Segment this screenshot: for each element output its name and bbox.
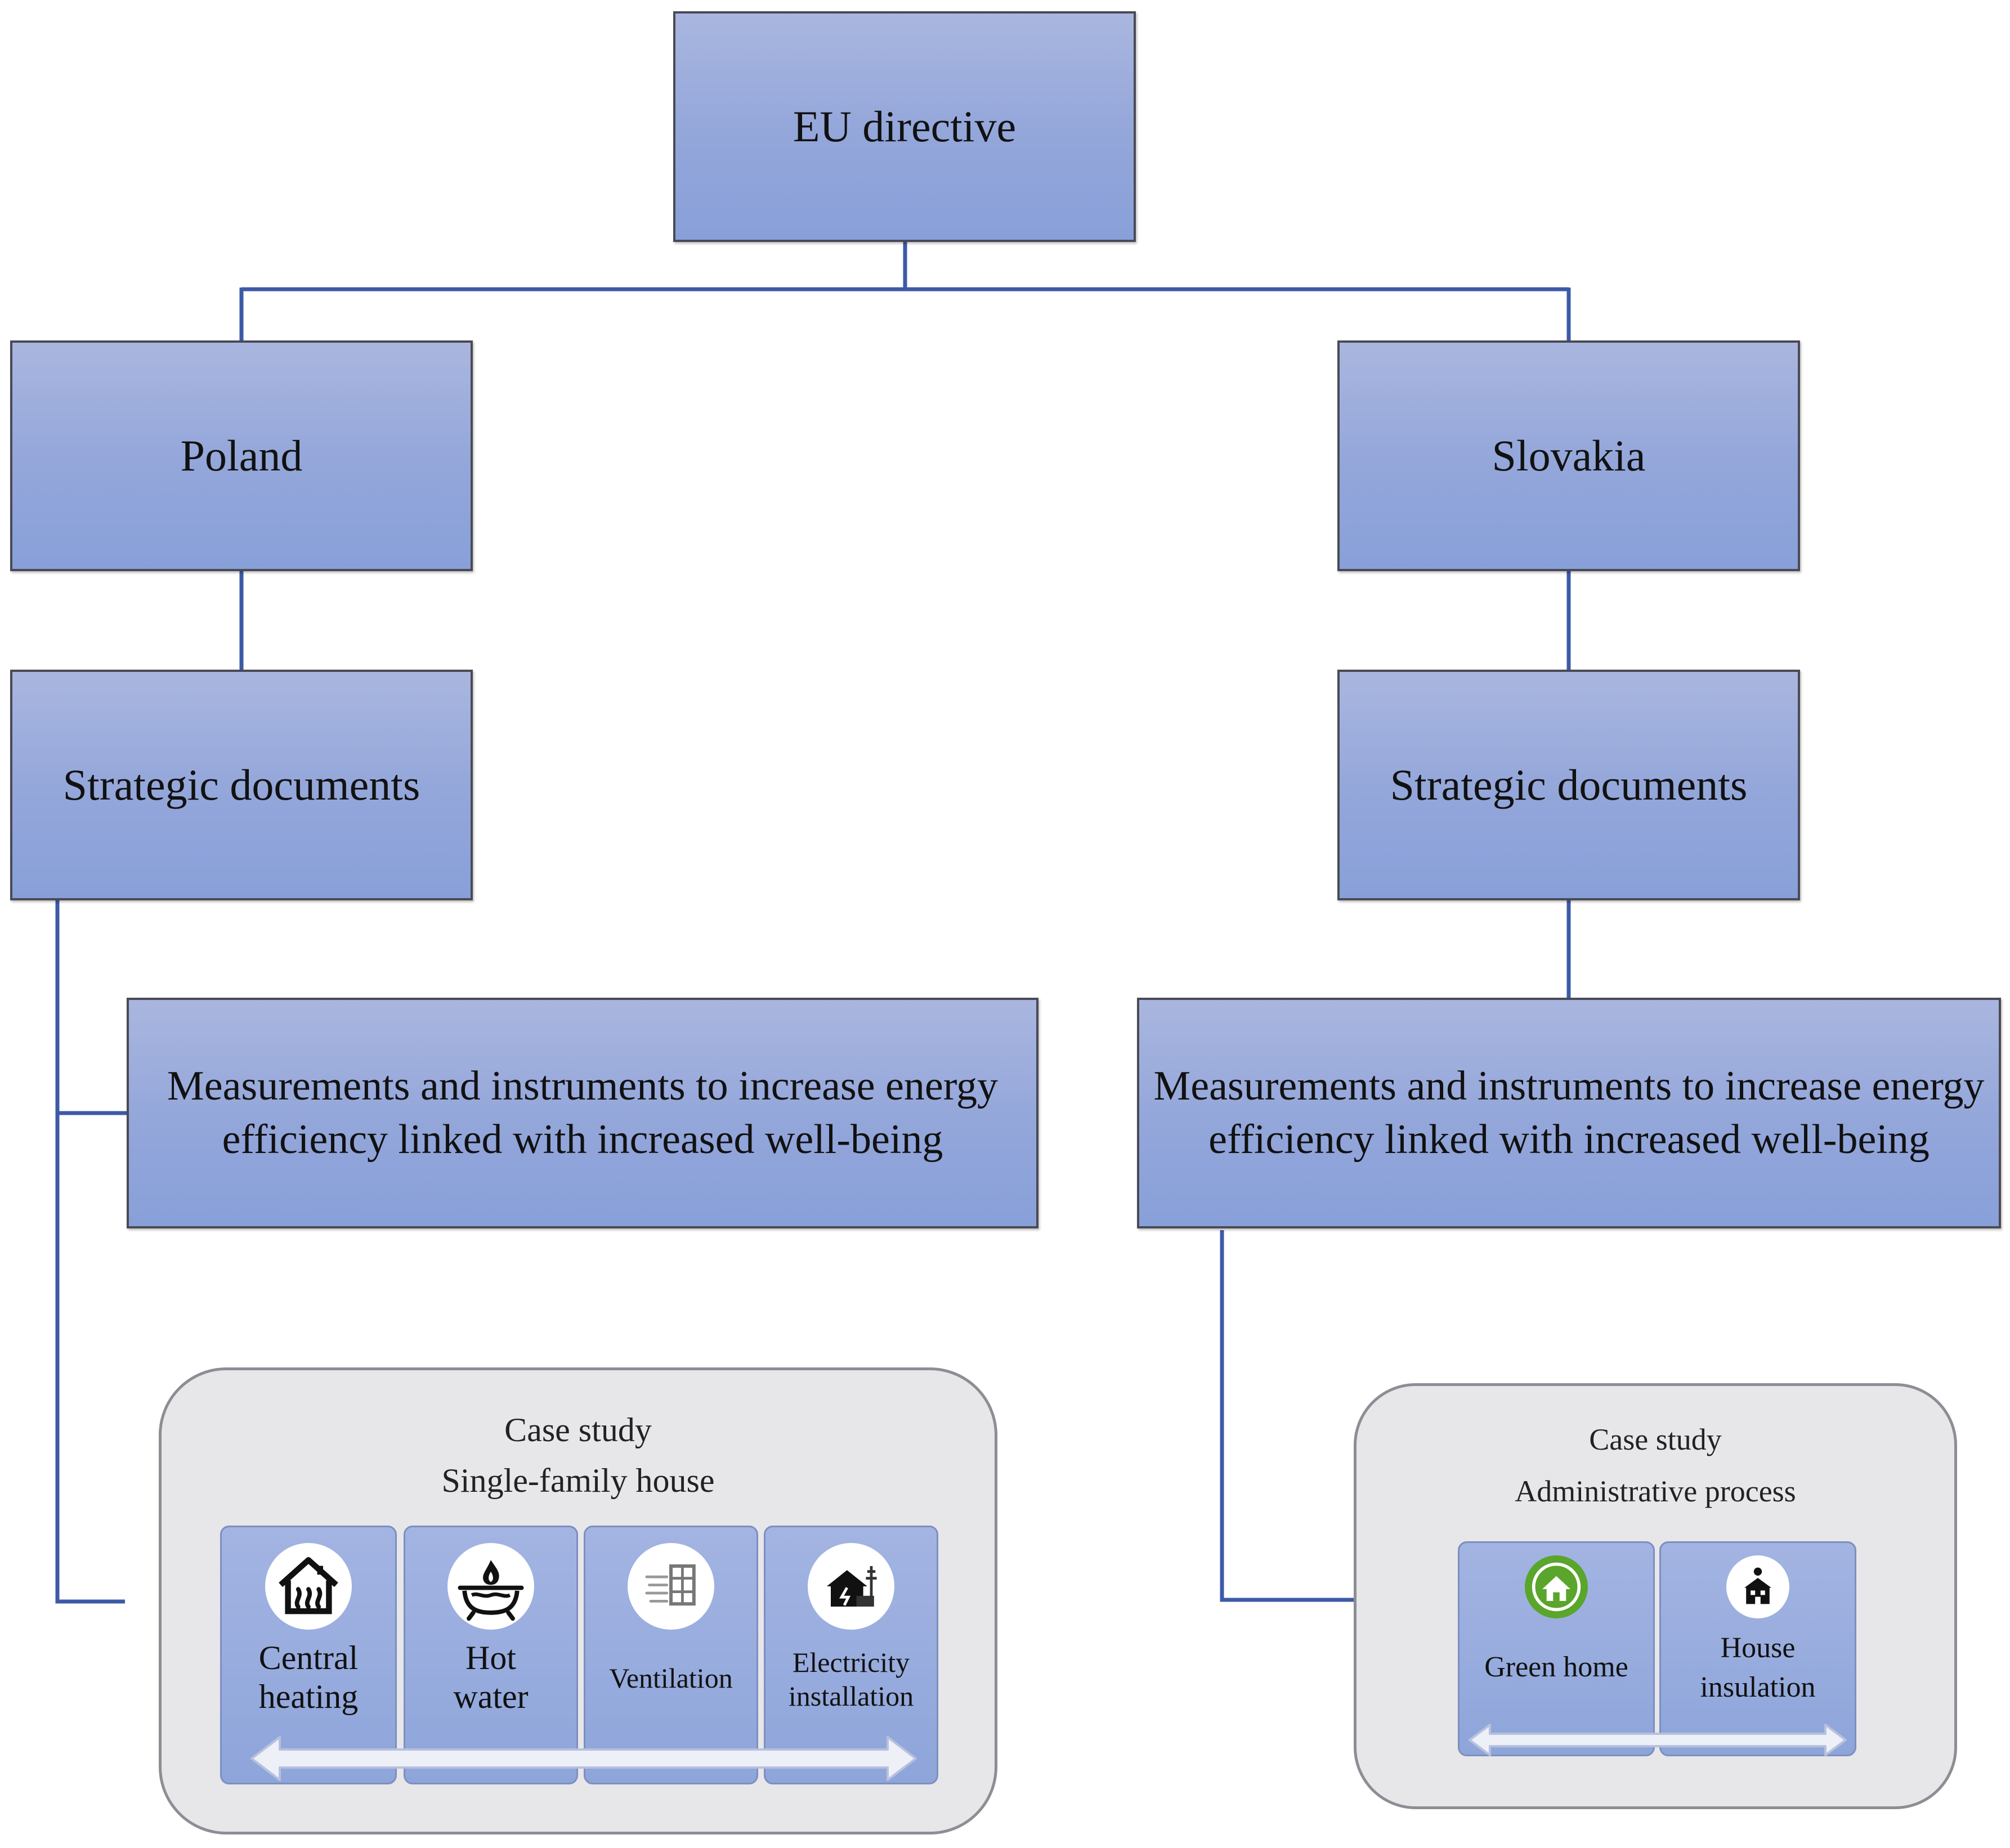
- eu-directive-box: EU directive: [673, 11, 1136, 242]
- slovakia-strategic-documents-label: Strategic documents: [1390, 760, 1748, 810]
- tile-label: Electricity installation: [788, 1647, 914, 1712]
- green-home-icon: [1525, 1555, 1588, 1618]
- tile-label: Hot water: [453, 1639, 529, 1715]
- case-study-subtitle: Administrative process: [1515, 1474, 1796, 1508]
- case-study-administrative-process: Case study Administrative process Green …: [1354, 1383, 1957, 1809]
- tile-label: House insulation: [1700, 1632, 1816, 1704]
- case-study-title: Case study: [1589, 1423, 1722, 1456]
- slovakia-label: Slovakia: [1492, 431, 1646, 481]
- tile-ventilation: Ventilation: [584, 1526, 758, 1784]
- case-study-subtitle: Single-family house: [441, 1462, 715, 1499]
- poland-box: Poland: [10, 340, 473, 571]
- poland-measures-label: Measurements and instruments to increase…: [167, 1062, 999, 1163]
- connector-slovakia-measures-to-case: [1220, 1230, 1354, 1602]
- tile-house-insulation: House insulation: [1659, 1541, 1856, 1756]
- tile-label: Green home: [1484, 1651, 1628, 1683]
- poland-measures-box: Measurements and instruments to increase…: [127, 998, 1038, 1228]
- hot-water-icon: [447, 1543, 534, 1630]
- tile-green-home: Green home: [1458, 1541, 1655, 1756]
- double-arrow: [1469, 1724, 1847, 1756]
- slovakia-box: Slovakia: [1337, 340, 1800, 571]
- heating-house-icon: [265, 1543, 352, 1630]
- tile-hot-water: Hot water: [404, 1526, 578, 1784]
- house-insulation-icon: [1726, 1555, 1789, 1618]
- poland-strategic-documents-box: Strategic documents: [10, 670, 473, 900]
- connector-poland-documents-to-measures: [55, 900, 127, 1604]
- poland-label: Poland: [180, 431, 303, 481]
- double-arrow: [250, 1736, 917, 1781]
- connector-root-to-countries: [239, 242, 1571, 340]
- poland-strategic-documents-label: Strategic documents: [62, 760, 420, 810]
- electricity-house-icon: [808, 1543, 894, 1630]
- slovakia-measures-box: Measurements and instruments to increase…: [1137, 998, 2001, 1228]
- ventilation-icon: [628, 1543, 714, 1630]
- tile-central-heating: Central heating: [220, 1526, 397, 1784]
- tile-label: Central heating: [258, 1639, 359, 1715]
- eu-directive-label: EU directive: [793, 102, 1017, 151]
- slovakia-measures-label: Measurements and instruments to increase…: [1153, 1062, 1985, 1163]
- case-study-single-family-house: Case study Single-family house Central h…: [159, 1367, 997, 1834]
- case-study-title: Case study: [504, 1411, 652, 1448]
- tile-label: Ventilation: [609, 1662, 733, 1694]
- tile-electricity-installation: Electricity installation: [764, 1526, 938, 1784]
- slovakia-strategic-documents-box: Strategic documents: [1337, 670, 1800, 900]
